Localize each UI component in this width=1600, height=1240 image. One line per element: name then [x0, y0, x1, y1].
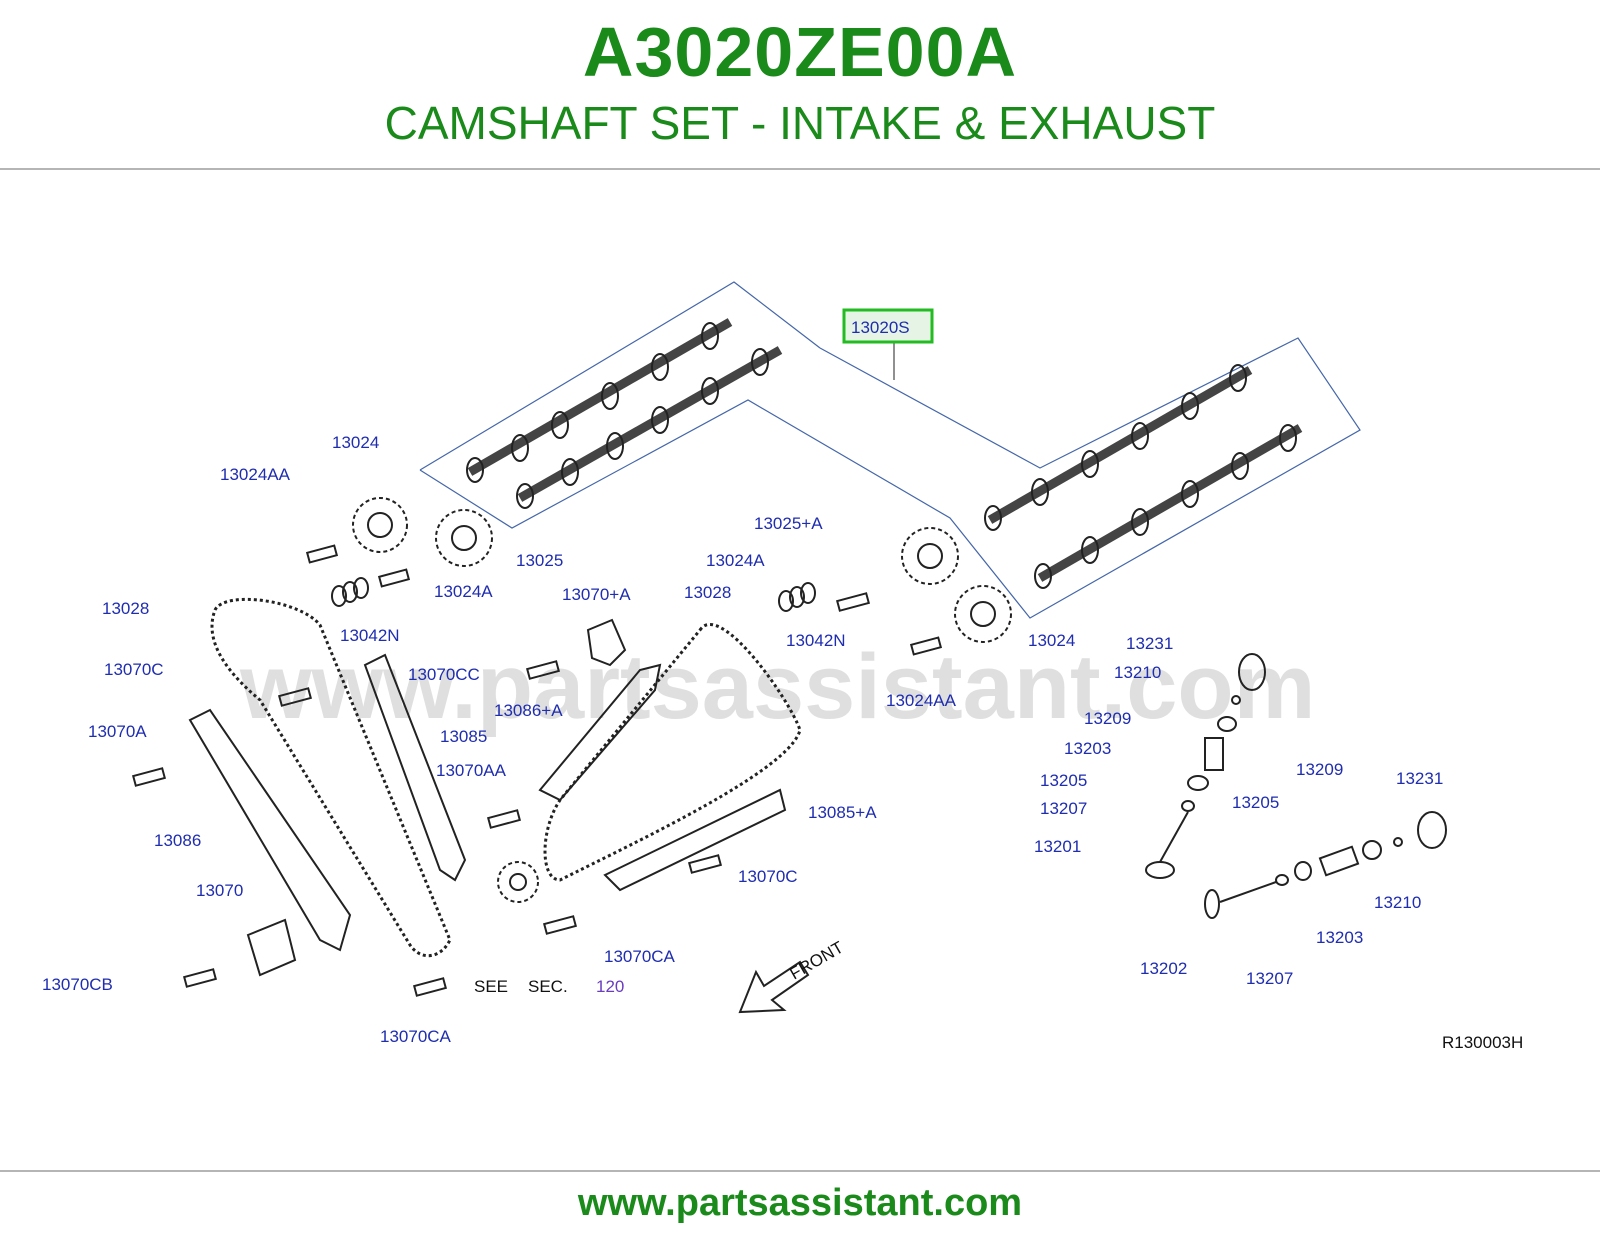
see-label: SEE: [474, 977, 508, 996]
callout-label[interactable]: 13070CA: [604, 947, 676, 966]
front-arrow-icon: [738, 960, 810, 1014]
callout-label[interactable]: 13070AA: [436, 761, 507, 780]
callout-label[interactable]: 13205: [1232, 793, 1279, 812]
callout-label[interactable]: 13086: [154, 831, 201, 850]
camshaft-set-box-top: [419, 281, 821, 471]
callout-label[interactable]: 13085: [440, 727, 487, 746]
callout-label[interactable]: 13201: [1034, 837, 1081, 856]
callout-label[interactable]: 13024: [1028, 631, 1075, 650]
left-chain-tensioner: [246, 918, 297, 977]
left-tension-guide: [363, 653, 467, 882]
callout-13020S[interactable]: 13020S: [851, 318, 910, 337]
callout-label[interactable]: 13203: [1316, 928, 1363, 947]
footer-url-link[interactable]: www.partsassistant.com: [577, 1182, 1023, 1224]
callout-label[interactable]: 13207: [1246, 969, 1293, 988]
header-divider: [0, 168, 1600, 170]
callout-label[interactable]: 13209: [1296, 760, 1343, 779]
callout-label[interactable]: 13042N: [786, 631, 846, 650]
callout-label[interactable]: 13202: [1140, 959, 1187, 978]
valve-train-right: [1145, 653, 1447, 919]
callout-label[interactable]: 13028: [102, 599, 149, 618]
diagram-reference: R130003H: [1442, 1033, 1523, 1052]
right-chain-tensioner: [586, 618, 627, 667]
left-exhaust-camshaft: [516, 346, 783, 509]
callout-label[interactable]: 13024A: [434, 582, 493, 601]
callout-label[interactable]: 13207: [1040, 799, 1087, 818]
camshaft-set-box-outline: [419, 337, 1361, 619]
highlight-box-13020S: [842, 308, 934, 344]
left-slack-guide: [188, 708, 352, 952]
washers-right: [778, 582, 816, 612]
crank-sprocket: [497, 861, 539, 903]
sec-label: SEC.: [528, 977, 568, 996]
callout-label[interactable]: 13070A: [88, 722, 147, 741]
washers-left: [331, 577, 369, 607]
callout-label[interactable]: 13209: [1084, 709, 1131, 728]
callout-label[interactable]: 13231: [1396, 769, 1443, 788]
right-tension-guide: [603, 788, 787, 892]
front-label: FRONT: [787, 938, 847, 984]
callout-label[interactable]: 13070C: [104, 660, 164, 679]
sprocket-right-exhaust: [954, 585, 1012, 643]
sprocket-left-intake: [352, 497, 408, 553]
watermark-text: www.partsassistant.com: [239, 636, 1315, 738]
callout-label[interactable]: 13070C: [738, 867, 798, 886]
callout-label[interactable]: 13070CB: [42, 975, 113, 994]
assembly-subtitle: CAMSHAFT SET - INTAKE & EXHAUST: [384, 97, 1216, 149]
callout-label[interactable]: 13203: [1064, 739, 1111, 758]
callout-label[interactable]: 13210: [1374, 893, 1421, 912]
callout-label[interactable]: 13070: [196, 881, 243, 900]
callout-label[interactable]: 13025+A: [754, 514, 823, 533]
left-intake-camshaft: [466, 318, 733, 483]
part-number-title: A3020ZE00A: [582, 13, 1018, 91]
callout-label[interactable]: 13205: [1040, 771, 1087, 790]
callout-label[interactable]: 13085+A: [808, 803, 877, 822]
sprocket-left-exhaust: [435, 509, 493, 567]
callout-label[interactable]: 13024: [332, 433, 379, 452]
callout-label[interactable]: 13070CC: [408, 665, 480, 684]
callout-label[interactable]: 13070CA: [380, 1027, 452, 1046]
callout-label[interactable]: 13210: [1114, 663, 1161, 682]
footer-divider: [0, 1170, 1600, 1172]
callout-label[interactable]: 13042N: [340, 626, 400, 645]
right-intake-camshaft: [984, 364, 1253, 531]
callout-label[interactable]: 13025: [516, 551, 563, 570]
right-slack-guide: [538, 663, 662, 802]
right-exhaust-camshaft: [1034, 424, 1303, 589]
callout-label[interactable]: 13024A: [706, 551, 765, 570]
callout-label[interactable]: 13070+A: [562, 585, 631, 604]
see-section-link[interactable]: 120: [596, 977, 624, 996]
right-timing-chain: [543, 623, 802, 882]
callout-label[interactable]: 13024AA: [886, 691, 957, 710]
callout-label[interactable]: 13086+A: [494, 701, 563, 720]
callout-label[interactable]: 13024AA: [220, 465, 291, 484]
sprocket-right-intake: [901, 527, 959, 585]
callout-label[interactable]: 13028: [684, 583, 731, 602]
bolts: [131, 544, 943, 997]
header: A3020ZE00A CAMSHAFT SET - INTAKE & EXHAU…: [0, 0, 1600, 168]
callout-label[interactable]: 13231: [1126, 634, 1173, 653]
